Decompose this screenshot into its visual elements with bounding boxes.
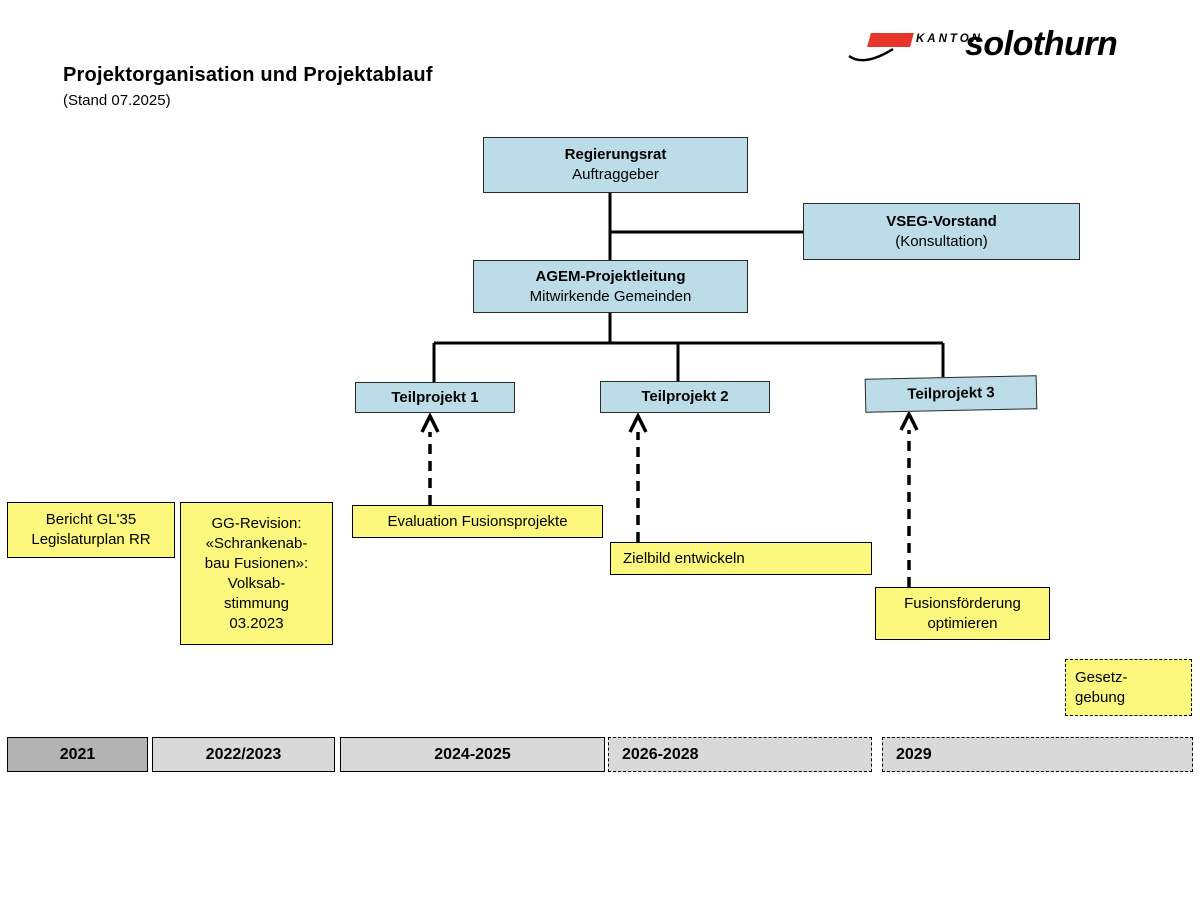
milestone-line: Gesetz- xyxy=(1075,668,1128,686)
org-box-teilprojekt-3: Teilprojekt 3 xyxy=(864,375,1038,413)
milestone-line: Legislaturplan RR xyxy=(31,531,151,548)
arrowhead-tp1 xyxy=(420,412,440,433)
org-box-subtitle: (Konsultation) xyxy=(895,232,988,250)
timeline-bar-2021: 2021 xyxy=(7,737,148,772)
milestone-line: optimieren xyxy=(927,614,998,632)
page-subtitle: (Stand 07.2025) xyxy=(63,92,171,109)
org-box-title: AGEM-Projektleitung xyxy=(535,267,686,285)
org-box-regierungsrat: Regierungsrat Auftraggeber xyxy=(483,137,748,193)
milestone-line: Fusionsförderung xyxy=(904,594,1021,612)
milestone-line: stimmung xyxy=(223,594,290,612)
org-box-teilprojekt-1: Teilprojekt 1 xyxy=(355,382,515,413)
milestone-line: gebung xyxy=(1075,688,1126,706)
org-box-title: Regierungsrat xyxy=(564,146,667,163)
milestone-bericht-gl35: Bericht GL'35 Legislaturplan RR xyxy=(7,502,175,558)
kanton-solothurn-logo-mark xyxy=(867,33,914,47)
org-box-subtitle: Auftraggeber xyxy=(572,166,659,183)
milestone-line: «Schrankenab- xyxy=(205,534,308,552)
milestone-line: GG-Revision: xyxy=(211,514,302,532)
logo-solothurn-text: solothurn xyxy=(965,25,1118,63)
milestone-line: bau Fusionen»: xyxy=(204,554,309,572)
org-box-title: VSEG-Vorstand xyxy=(886,212,997,230)
timeline-bar-2024-2025: 2024-2025 xyxy=(340,737,605,772)
milestone-gesetzgebung: Gesetz- gebung xyxy=(1065,659,1192,716)
timeline-bar-2022-2023: 2022/2023 xyxy=(152,737,335,772)
org-box-teilprojekt-2: Teilprojekt 2 xyxy=(600,381,770,413)
org-box-agem-projektleitung: AGEM-Projektleitung Mitwirkende Gemeinde… xyxy=(473,260,748,313)
milestone-line: 03.2023 xyxy=(229,614,284,632)
arrowhead-tp2 xyxy=(628,412,648,433)
org-box-vseg-vorstand: VSEG-Vorstand (Konsultation) xyxy=(803,203,1080,260)
timeline-bar-2029: 2029 xyxy=(882,737,1193,772)
milestone-line: Bericht GL'35 xyxy=(45,511,137,528)
milestone-evaluation-fusionsprojekte: Evaluation Fusionsprojekte xyxy=(352,505,603,538)
page-title: Projektorganisation und Projektablauf xyxy=(63,64,433,86)
milestone-fusionsfoerderung: Fusionsförderung optimieren xyxy=(875,587,1050,640)
logo-curve-icon xyxy=(848,47,894,62)
milestone-zielbild-entwickeln: Zielbild entwickeln xyxy=(610,542,872,575)
arrowhead-tp3 xyxy=(899,410,919,431)
milestone-gg-revision: GG-Revision: «Schrankenab- bau Fusionen»… xyxy=(180,502,333,645)
org-box-subtitle: Mitwirkende Gemeinden xyxy=(529,287,692,305)
milestone-line: Volksab- xyxy=(227,574,286,592)
logo-kanton-text: KANTON xyxy=(916,33,983,45)
timeline-bar-2026-2028: 2026-2028 xyxy=(608,737,872,772)
